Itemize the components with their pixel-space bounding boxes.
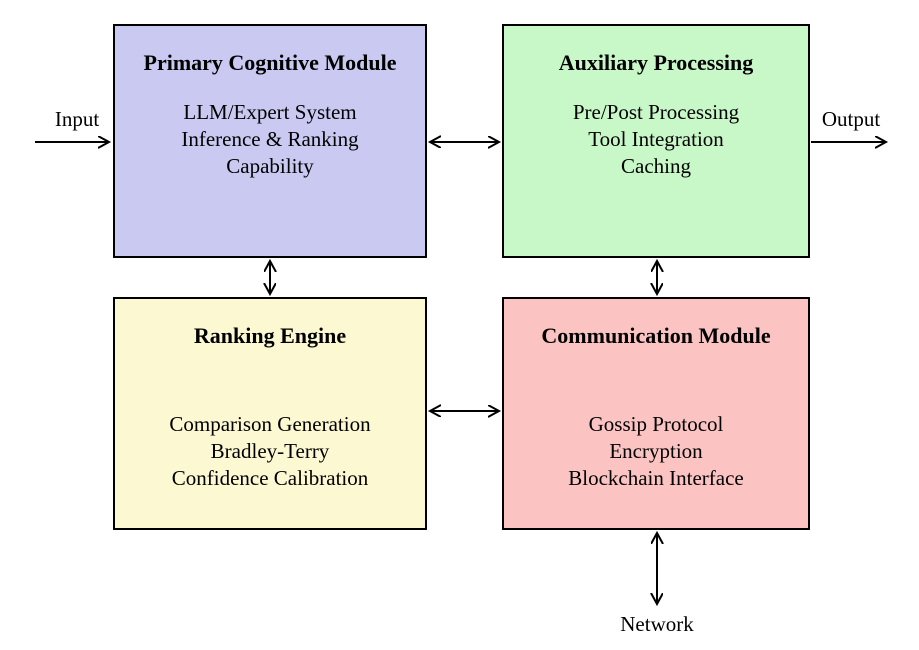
module-ranking-engine: Ranking Engine Comparison Generation Bra… <box>113 297 427 530</box>
module-body-line: Caching <box>621 154 691 178</box>
module-ranking-engine-title: Ranking Engine <box>193 323 347 348</box>
module-body-line: Capability <box>226 154 314 178</box>
module-body-line: Blockchain Interface <box>568 466 744 490</box>
module-auxiliary-processing: Auxiliary Processing Pre/Post Processing… <box>502 24 810 258</box>
module-body-line: Comparison Generation <box>169 412 371 436</box>
module-communication: Communication Module Gossip Protocol Enc… <box>502 297 810 530</box>
module-communication-title: Communication Module <box>541 323 771 348</box>
module-body-line: Tool Integration <box>588 127 724 151</box>
module-body-line: Bradley-Terry <box>210 439 330 463</box>
module-body-line: LLM/Expert System <box>183 100 357 124</box>
network-label: Network <box>620 612 694 636</box>
module-body-line: Gossip Protocol <box>588 412 724 436</box>
module-body-line: Inference & Ranking <box>181 127 359 151</box>
module-communication-body: Gossip Protocol Encryption Blockchain In… <box>504 411 808 492</box>
module-body-line: Encryption <box>609 439 703 463</box>
module-primary-cognitive: Primary Cognitive Module LLM/Expert Syst… <box>113 24 427 258</box>
module-body-line: Confidence Calibration <box>171 466 369 490</box>
input-label: Input <box>54 107 100 131</box>
module-body-line: Pre/Post Processing <box>572 100 740 124</box>
module-ranking-engine-body: Comparison Generation Bradley-Terry Conf… <box>115 411 425 492</box>
module-auxiliary-processing-title: Auxiliary Processing <box>558 50 754 75</box>
module-primary-cognitive-body: LLM/Expert System Inference & Ranking Ca… <box>115 99 425 180</box>
module-primary-cognitive-title: Primary Cognitive Module <box>143 50 397 75</box>
output-label: Output <box>821 107 881 131</box>
module-auxiliary-processing-body: Pre/Post Processing Tool Integration Cac… <box>504 99 808 180</box>
